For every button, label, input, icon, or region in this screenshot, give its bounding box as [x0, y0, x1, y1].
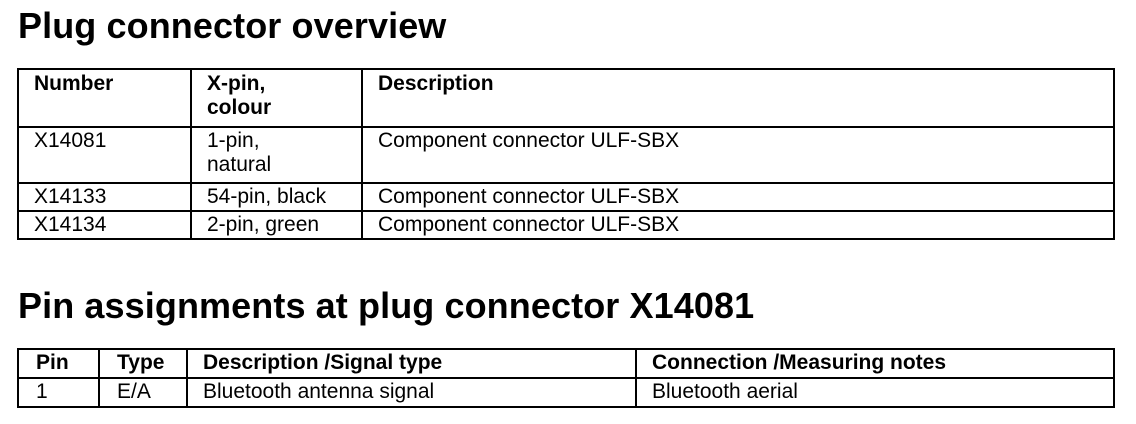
column-header-x-pin-colour: X-pin, colour	[190, 68, 363, 128]
plug-connector-overview-table: Number X-pin, colour Description X14081 …	[17, 68, 1115, 240]
connector-pin-colour: 1-pin, natural	[190, 126, 363, 184]
connector-number: X14133	[17, 182, 192, 212]
table-row: X14081 1-pin, natural Component connecto…	[17, 126, 1115, 184]
table-row: X14133 54-pin, black Component connector…	[17, 182, 1115, 212]
pin-signal-description: Bluetooth antenna signal	[186, 377, 637, 408]
section-title-pin-assignments: Pin assignments at plug connector X14081	[18, 285, 755, 326]
table-row: 1 E/A Bluetooth antenna signal Bluetooth…	[17, 377, 1115, 408]
section-title-plug-connector-overview: Plug connector overview	[18, 5, 447, 46]
connector-pin-colour: 2-pin, green	[190, 210, 363, 240]
connector-description: Component connector ULF-SBX	[361, 210, 1115, 240]
pin-connection-notes: Bluetooth aerial	[635, 377, 1115, 408]
connector-description: Component connector ULF-SBX	[361, 126, 1115, 184]
column-header-connection-notes: Connection /Measuring notes	[635, 348, 1115, 379]
connector-pin-colour: 54-pin, black	[190, 182, 363, 212]
column-header-description: Description	[361, 68, 1115, 128]
table-row: X14134 2-pin, green Component connector …	[17, 210, 1115, 240]
connector-number: X14081	[17, 126, 192, 184]
pin-number: 1	[17, 377, 100, 408]
column-header-pin: Pin	[17, 348, 100, 379]
table-header-row: Number X-pin, colour Description	[17, 68, 1115, 128]
pin-assignments-table: Pin Type Description /Signal type Connec…	[17, 348, 1115, 408]
connector-number: X14134	[17, 210, 192, 240]
column-header-type: Type	[98, 348, 188, 379]
column-header-number: Number	[17, 68, 192, 128]
pin-type: E/A	[98, 377, 188, 408]
column-header-signal-description: Description /Signal type	[186, 348, 637, 379]
connector-description: Component connector ULF-SBX	[361, 182, 1115, 212]
table-header-row: Pin Type Description /Signal type Connec…	[17, 348, 1115, 379]
